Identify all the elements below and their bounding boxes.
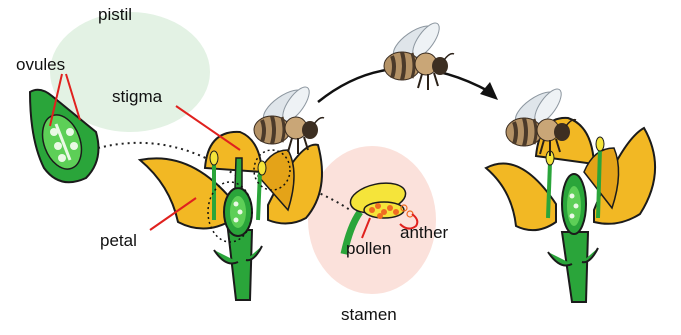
stigma-pointer <box>176 106 240 150</box>
label-stamen: stamen <box>341 305 397 324</box>
label-ovules: ovules <box>16 55 65 74</box>
label-petal: petal <box>100 231 137 250</box>
label-anther: anther <box>400 223 449 242</box>
label-pistil: pistil <box>98 5 132 24</box>
flower-icon <box>140 132 322 300</box>
label-pollen: pollen <box>346 239 391 258</box>
bee-icon <box>254 83 324 154</box>
label-stigma: stigma <box>112 87 163 106</box>
bee-icon <box>384 19 454 90</box>
flower-icon <box>486 118 655 302</box>
arrow-icon <box>480 82 498 100</box>
